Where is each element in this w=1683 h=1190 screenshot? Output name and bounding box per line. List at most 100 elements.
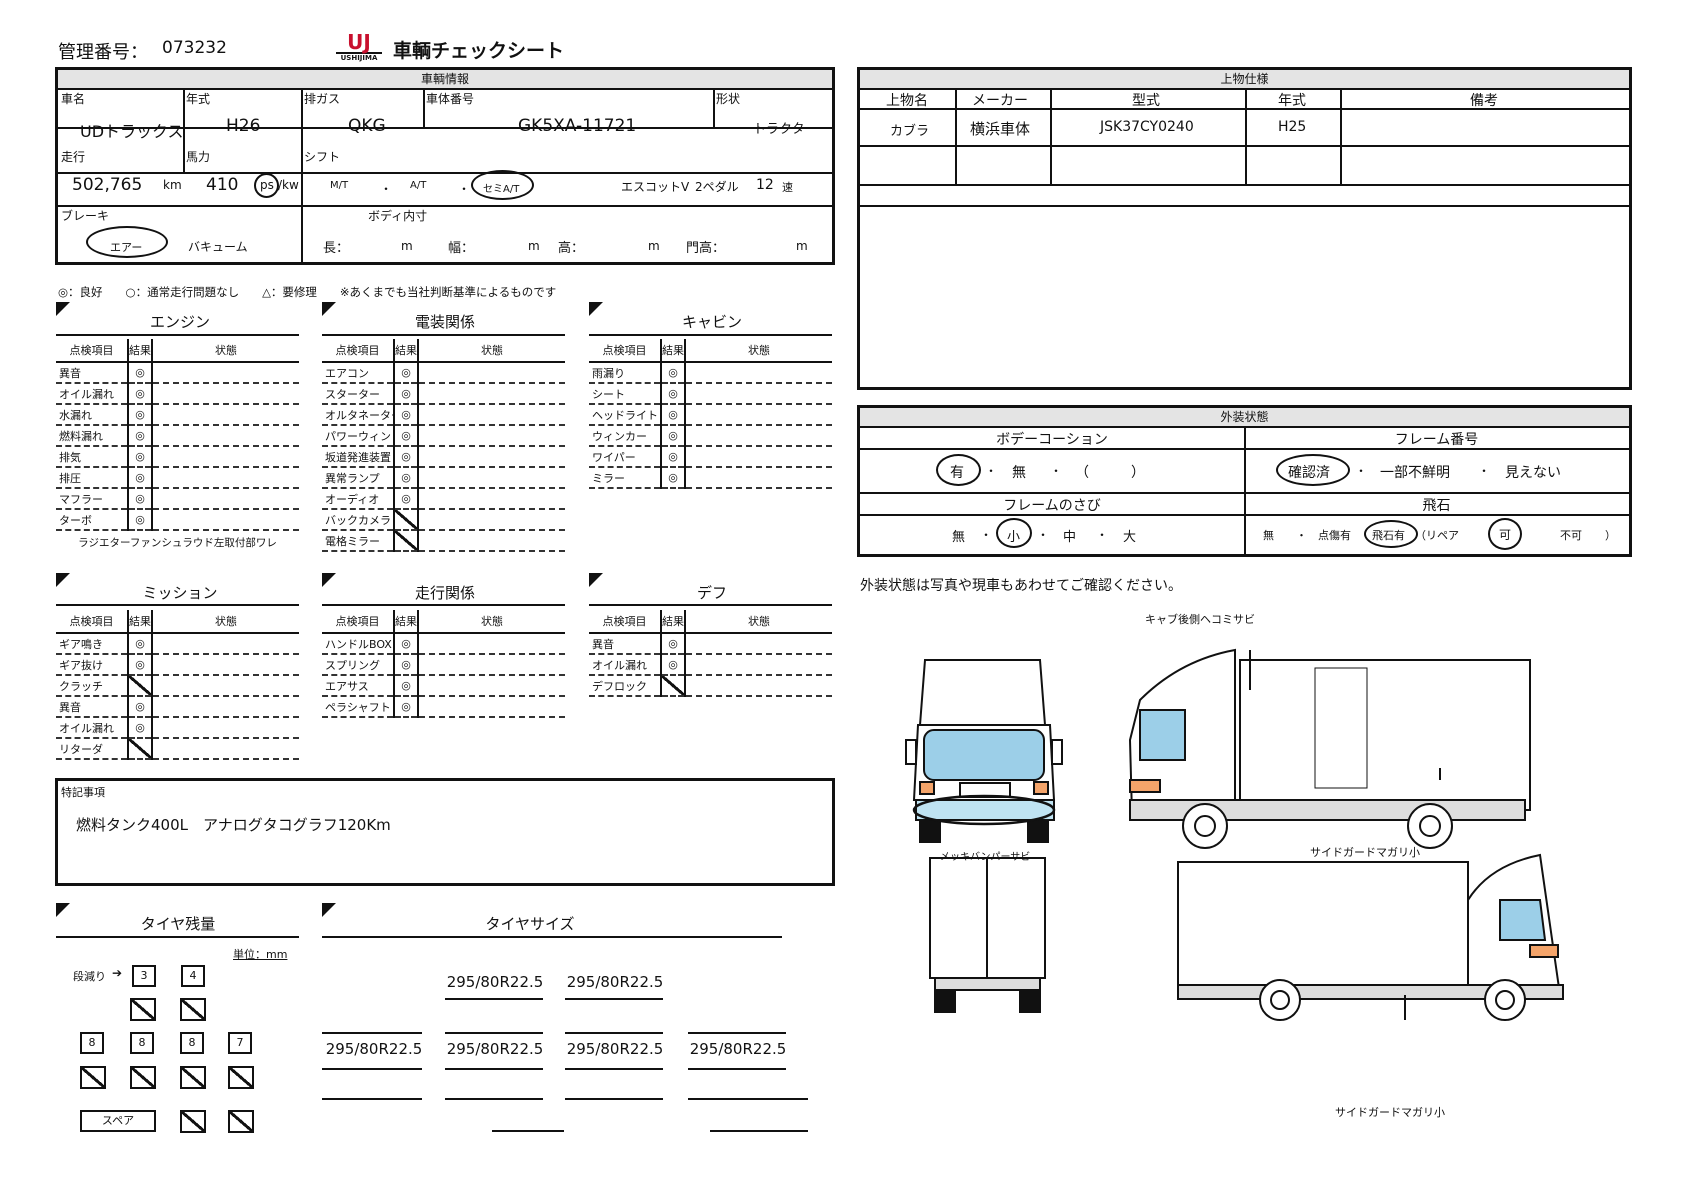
body-width-label: 幅：	[448, 241, 475, 256]
check-result: ◎	[127, 696, 153, 718]
check-state	[152, 488, 299, 510]
table-row: オイル漏れ◎	[56, 717, 299, 739]
check-item: デフロック	[589, 675, 661, 697]
rust-dot-1: ・	[980, 528, 993, 542]
check-result: ◎	[393, 383, 419, 405]
table-row: ミラー◎	[589, 467, 832, 489]
check-item: クラッチ	[56, 675, 128, 697]
exterior-panel: 外装状態 ボデーコーション 有 ・ 無 ・ （ ） フレーム番号 確認済 ・ 一…	[857, 405, 1632, 557]
truck-other-side-view	[1177, 853, 1564, 1021]
col-item: 点検項目	[589, 610, 661, 634]
car-gas: QKG	[348, 116, 386, 136]
col-state: 状態	[152, 339, 299, 363]
table-row: ハンドルBOX◎	[322, 633, 565, 655]
brake-air-circle	[86, 226, 168, 258]
cabin-table: 点検項目結果状態雨漏り◎シート◎ヘッドライト◎ウィンカー◎ワイパー◎ミラー◎	[589, 339, 832, 489]
special-notes-text: 燃料タンク400L アナログタコグラフ120Km	[76, 816, 391, 834]
check-item: スターター	[322, 383, 394, 405]
check-state	[418, 530, 565, 552]
check-result: ◎	[127, 362, 153, 384]
col-state: 状態	[152, 610, 299, 634]
tire-remain-flag-icon	[56, 903, 70, 917]
rust-dot-3: ・	[1096, 528, 1109, 542]
tire-rear-4: 7	[228, 1032, 252, 1054]
table-row: 排圧◎	[56, 467, 299, 489]
check-result: ◎	[393, 675, 419, 697]
bumper-circle	[912, 794, 1056, 826]
brake-vacuum: バキューム	[188, 240, 248, 254]
check-item: バックカメラ	[322, 509, 394, 531]
check-result: ◎	[393, 488, 419, 510]
arrow-right-icon: ➔	[112, 966, 123, 980]
shift-semi-circle	[471, 170, 534, 200]
table-row: 電格ミラー	[322, 530, 565, 552]
check-item: オイル漏れ	[56, 717, 128, 739]
cabin-flag-icon	[589, 302, 603, 316]
rust-dot-2: ・	[1037, 528, 1050, 542]
check-result: ◎	[127, 633, 153, 655]
chip-none: 無	[1263, 529, 1274, 542]
rust-small-circle	[996, 518, 1032, 548]
table-row: 異音◎	[56, 362, 299, 384]
table-row: 排気◎	[56, 446, 299, 468]
running-flag-icon	[322, 573, 336, 587]
management-number: 073232	[162, 38, 227, 58]
tire-rear-3: 8	[180, 1032, 204, 1054]
table-row: マフラー◎	[56, 488, 299, 510]
check-item: 雨漏り	[589, 362, 661, 384]
frame-number-title: フレーム番号	[1394, 432, 1479, 448]
speed-unit: 速	[782, 181, 793, 194]
check-state	[418, 362, 565, 384]
check-state	[685, 633, 832, 655]
table-row: 雨漏り◎	[589, 362, 832, 384]
exterior-note: 外装状態は写真や現車もあわせてご確認ください。	[860, 578, 1182, 594]
check-item: シート	[589, 383, 661, 405]
upper-model: JSK37CY0240	[1100, 119, 1194, 135]
chip-title: 飛石	[1422, 498, 1451, 514]
upper-spec-panel: 上物仕様 上物名 メーカー 型式 年式 備考 カブラ 横浜車体 JSK37CY0…	[857, 67, 1632, 390]
table-row: シート◎	[589, 383, 832, 405]
check-result: ◎	[660, 383, 686, 405]
check-result	[393, 509, 419, 531]
check-item: 水漏れ	[56, 404, 128, 426]
shift-dot-1: ・	[380, 182, 393, 196]
step-wear-label: 段減り	[73, 970, 106, 983]
check-result	[127, 675, 153, 697]
check-result: ◎	[393, 467, 419, 489]
running-title: 走行関係	[414, 584, 475, 602]
check-state	[152, 383, 299, 405]
check-result: ◎	[127, 717, 153, 739]
table-row: ターボ◎	[56, 509, 299, 531]
tire-rear-2-na	[130, 1066, 156, 1089]
col-item: 点検項目	[322, 610, 394, 634]
tire-size-rear-1: 295/80R22.5	[325, 1040, 423, 1058]
mileage: 502,765	[72, 175, 143, 195]
cab-rear-damage-label: キャブ後側ヘコミサビ	[1145, 613, 1255, 626]
check-state	[685, 467, 832, 489]
car-name: UDトラックス	[80, 122, 184, 141]
check-item: 異常ランプ	[322, 467, 394, 489]
check-result: ◎	[393, 362, 419, 384]
check-item: ハンドルBOX	[322, 633, 394, 655]
gate-height-label: 門高：	[686, 241, 726, 256]
check-result	[393, 530, 419, 552]
frame-number-dot-2: ・	[1478, 464, 1491, 478]
company-logo: UJ USHIJIMA	[336, 32, 382, 64]
col-result: 結果	[127, 339, 153, 363]
col-state: 状態	[418, 610, 565, 634]
tire-front-right: 4	[181, 965, 205, 987]
coating-no: 無	[1012, 465, 1026, 481]
table-row: 異常ランプ◎	[322, 467, 565, 489]
spare-tire-1-na	[180, 1110, 206, 1133]
truck-diagram	[905, 648, 1564, 1021]
check-state	[685, 675, 832, 697]
check-state	[152, 425, 299, 447]
check-item: ペラシャフト	[322, 696, 394, 718]
check-state	[152, 446, 299, 468]
frame-rust-title: フレームのさび	[1003, 498, 1101, 514]
table-row: リターダ	[56, 738, 299, 760]
mileage-unit: km	[163, 178, 182, 192]
chip-repair: （リペア	[1415, 529, 1459, 542]
check-result: ◎	[660, 654, 686, 676]
truck-front-view	[905, 659, 1063, 843]
